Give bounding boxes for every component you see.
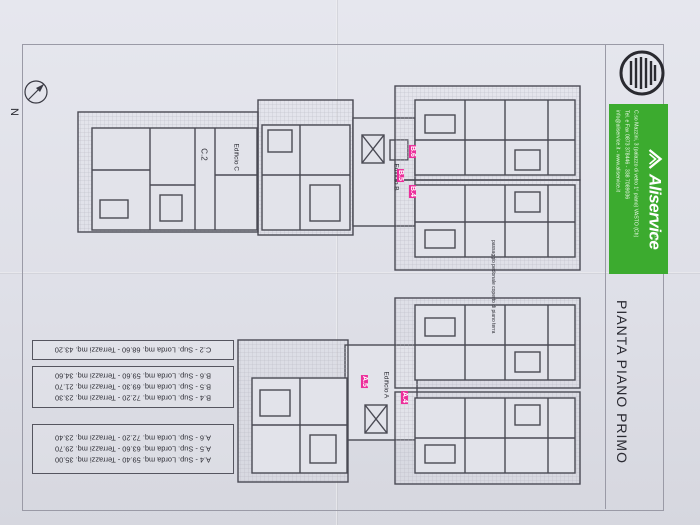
drawing-frame [22, 44, 664, 511]
title-block-divider [605, 44, 663, 509]
label-unit-a4: A.4 [400, 391, 408, 404]
schedule-row: A.6 - Sup. Lorda mq. 72.20 - Terrazzi mq… [55, 433, 211, 443]
schedule-c: C.2 - Sup. Lorda mq. 68.60 - Terrazzi mq… [32, 340, 234, 360]
schedule-row: A.5 - Sup. Lorda mq. 63.60 - Terrazzi mq… [55, 444, 211, 454]
schedule-b: B.4 - Sup. Lorda mq. 72.20 - Terrazzi mq… [32, 366, 234, 408]
schedule-row: B.5 - Sup. Lorda mq. 69.30 - Terrazzi mq… [55, 382, 211, 392]
paper-fold-vertical [336, 0, 338, 525]
label-unit-c2: C.2 [199, 148, 209, 161]
schedule-row: B.6 - Sup. Lorda mq. 59.60 - Terrazzi mq… [55, 371, 211, 381]
building-b-unit-top [414, 99, 576, 176]
building-a-unit-bottom [414, 397, 576, 474]
schedule-row: B.4 - Sup. Lorda mq. 72.20 - Terrazzi mq… [55, 393, 211, 403]
building-c-outline [91, 127, 258, 231]
company-logo-icon [619, 50, 665, 96]
label-unit-b5: B.5 [396, 169, 404, 182]
label-edificio-a: Edificio A [382, 371, 390, 399]
north-label: N [7, 108, 20, 116]
company-card: Aliservice s.r.l. C.so Mazzini, 3 (palaz… [609, 104, 668, 274]
north-arrow-icon [24, 80, 48, 104]
schedule-row: A.4 - Sup. Lorda mq. 59.40 - Terrazzi mq… [55, 455, 211, 465]
roof-logo-icon [648, 149, 662, 169]
label-edificio-c: Edificio C [232, 143, 240, 171]
label-note: passaggio pedonale coperto di piano terr… [490, 240, 496, 334]
schedule-a: A.4 - Sup. Lorda mq. 59.40 - Terrazzi mq… [32, 424, 234, 474]
schedule-row: C.2 - Sup. Lorda mq. 68.60 - Terrazzi mq… [54, 345, 212, 355]
label-unit-b6: B.6 [408, 145, 416, 158]
label-unit-b4: B.4 [408, 185, 416, 198]
paper-fold-horizontal [0, 272, 700, 274]
label-unit-a5: A.5 [360, 375, 368, 388]
